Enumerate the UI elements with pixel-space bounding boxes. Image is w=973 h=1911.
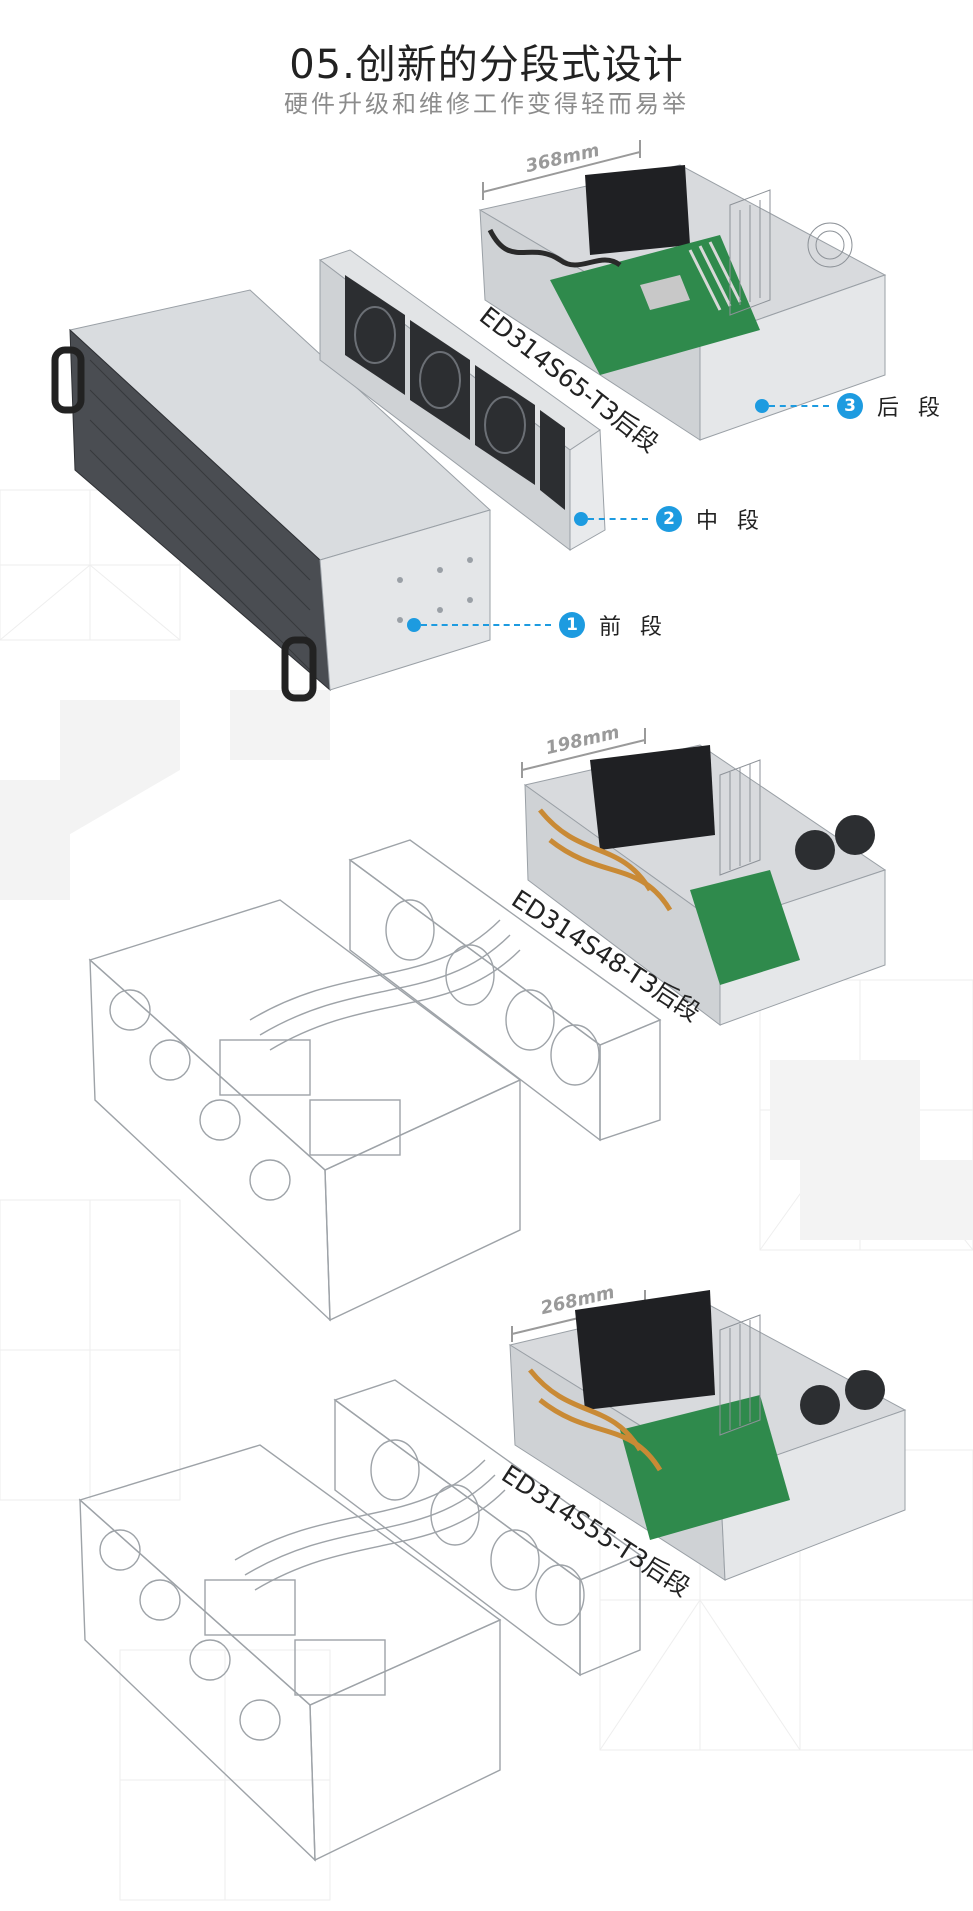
callout-dot [755, 399, 769, 413]
callout-number: 2 [656, 506, 682, 532]
rear-section-chassis [478, 164, 887, 441]
callout-leader-line [588, 518, 648, 520]
callout-leader-line [421, 624, 551, 626]
callout-dot [407, 618, 421, 632]
callout-leader-line [769, 405, 829, 407]
callout-number: 1 [559, 612, 585, 638]
middle-section-chassis [318, 249, 606, 552]
page-title: 05.创新的分段式设计 [289, 42, 684, 88]
front-section-chassis [51, 289, 491, 702]
callout-dot [574, 512, 588, 526]
page-subtitle: 硬件升级和维修工作变得轻而易举 [284, 90, 689, 118]
callout-label: 前 段 [599, 615, 668, 640]
callout-number: 3 [837, 393, 863, 419]
callout-label: 后 段 [877, 396, 946, 421]
callout-rear: 3 后 段 [755, 390, 946, 422]
callout-front: 1 前 段 [407, 609, 668, 641]
callout-middle: 2 中 段 [574, 503, 765, 535]
callout-label: 中 段 [696, 509, 765, 534]
